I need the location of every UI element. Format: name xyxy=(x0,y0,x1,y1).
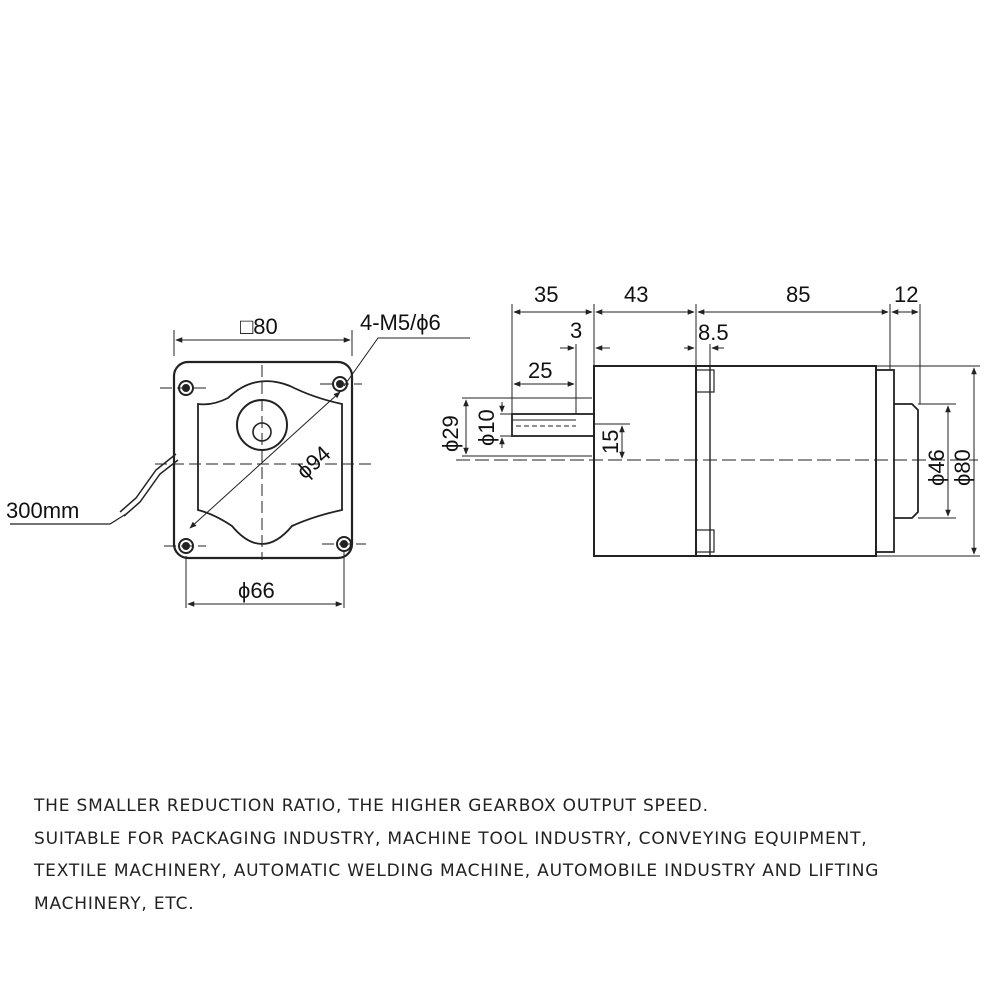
dim-10-label: ϕ10 xyxy=(474,409,499,446)
lead-wires xyxy=(119,453,179,517)
motor-body xyxy=(695,365,877,557)
side-top-dims xyxy=(511,304,921,414)
bolt-spec-label: 4-M5/ϕ6 xyxy=(360,310,441,335)
side-view xyxy=(456,304,980,557)
dim-3-label: 3 xyxy=(570,318,582,343)
dim-square-80 xyxy=(173,330,353,356)
dim-66-label: ϕ66 xyxy=(238,578,275,603)
dim-43-label: 43 xyxy=(624,282,648,307)
dim-12-label: 12 xyxy=(894,282,918,307)
dim-29-label: ϕ29 xyxy=(438,415,463,452)
lead-length-label: 300mm xyxy=(6,498,79,523)
description-caption: THE SMALLER REDUCTION RATIO, THE HIGHER … xyxy=(34,790,984,920)
dim-diag-94-label: ϕ94 xyxy=(291,441,335,484)
side-right-dims xyxy=(876,365,980,557)
dim-square-80-label: □80 xyxy=(240,314,278,339)
side-left-dims xyxy=(462,397,630,459)
rear-boss xyxy=(894,403,919,519)
gearbox-body xyxy=(593,365,697,557)
front-plate-outline xyxy=(172,360,354,560)
dim-15-label: 15 xyxy=(598,430,623,454)
dim-35-label: 35 xyxy=(534,282,558,307)
caption-line-4: MACHINERY, ETC. xyxy=(34,893,195,914)
front-view xyxy=(10,330,470,608)
lead-length-leader xyxy=(10,513,127,525)
caption-line-2: SUITABLE FOR PACKAGING INDUSTRY, MACHINE… xyxy=(34,828,868,849)
dim-8-5-label: 8.5 xyxy=(698,320,729,345)
dim-80-label: ϕ80 xyxy=(950,449,975,486)
dim-diag-94-line xyxy=(189,391,341,529)
caption-line-1: THE SMALLER REDUCTION RATIO, THE HIGHER … xyxy=(34,796,709,816)
caption-line-3: TEXTILE MACHINERY, AUTOMATIC WELDING MAC… xyxy=(34,861,880,881)
rear-cap xyxy=(875,369,895,553)
dim-85-label: 85 xyxy=(786,282,810,307)
dim-66 xyxy=(185,552,345,608)
output-shaft xyxy=(511,413,595,437)
dim-46-label: ϕ46 xyxy=(924,449,949,486)
bolt-leader xyxy=(343,337,470,387)
motor-dimension-drawing: □80 4-M5/ϕ6 ϕ94 ϕ66 300mm xyxy=(6,282,980,608)
dim-25-label: 25 xyxy=(528,358,552,383)
